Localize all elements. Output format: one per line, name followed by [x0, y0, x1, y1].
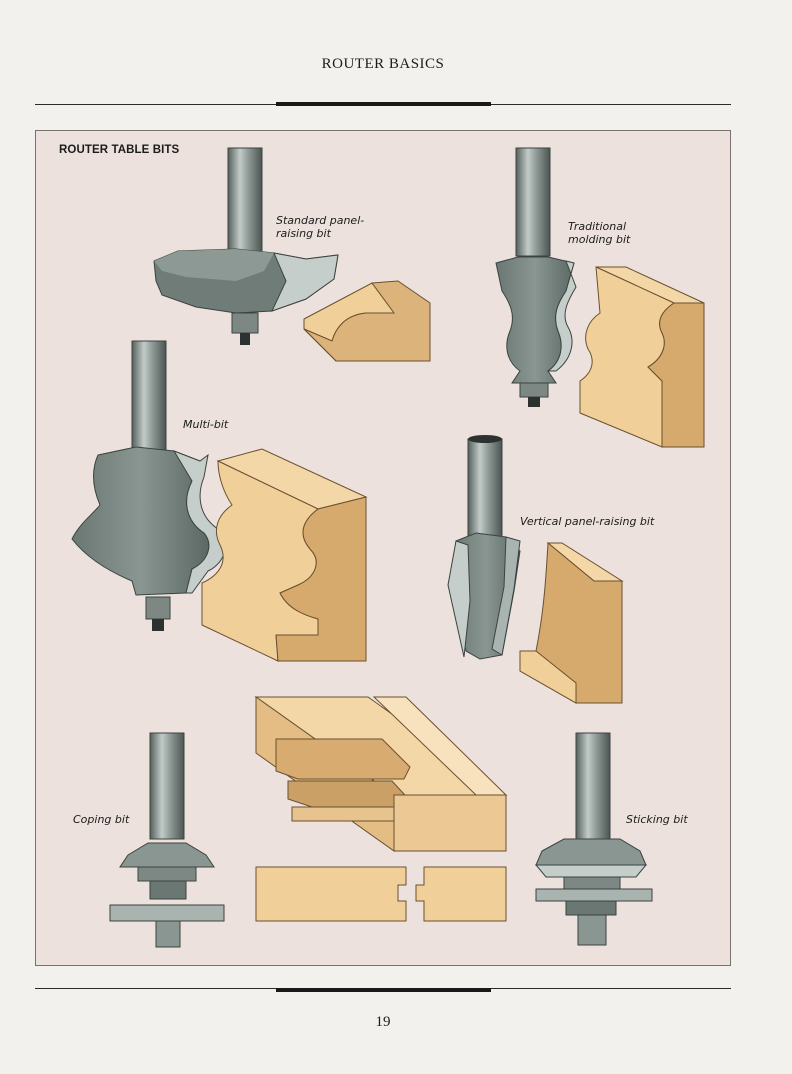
sticking-bit-icon — [534, 732, 653, 946]
label-vertical-panel-raising-bit: Vertical panel-raising bit — [520, 515, 655, 528]
label-sticking-bit: Sticking bit — [626, 813, 688, 826]
figure-panel: ROUTER TABLE BITS Standard panel- raisin… — [35, 130, 731, 966]
label-traditional-molding-bit: Traditional molding bit — [568, 220, 630, 246]
label-multi-bit: Multi-bit — [183, 418, 229, 431]
page-number: 19 — [375, 1014, 391, 1030]
footer-rule-bar — [276, 988, 491, 992]
figure-title: ROUTER TABLE BITS — [59, 144, 180, 156]
label-coping-bit: Coping bit — [73, 813, 130, 826]
header-rule-bar — [276, 102, 491, 106]
label-standard-panel-line-1: Standard panel- — [276, 214, 365, 227]
label-traditional-line-2: molding bit — [568, 233, 631, 246]
coping-bit-icon — [109, 732, 225, 948]
multi-profile-wood-icon — [201, 448, 368, 662]
label-traditional-line-1: Traditional — [568, 220, 627, 233]
label-standard-panel-line-2: raising bit — [276, 227, 331, 240]
vertical-panel-raising-bit-icon — [447, 435, 521, 660]
router-bits-illustration — [71, 147, 705, 948]
rail-and-stile-joint-wood-icon — [254, 696, 508, 922]
vertical-profile-wood-icon — [519, 541, 624, 704]
label-standard-panel-raising-bit: Standard panel- raising bit — [276, 214, 364, 240]
molding-profile-wood-icon — [579, 266, 705, 448]
traditional-molding-bit-icon — [495, 147, 577, 407]
standard-panel-raising-bit-icon — [153, 147, 339, 345]
multi-bit-icon — [71, 340, 227, 631]
running-head: ROUTER BASICS — [321, 56, 445, 72]
panel-profile-wood-icon — [303, 280, 431, 362]
